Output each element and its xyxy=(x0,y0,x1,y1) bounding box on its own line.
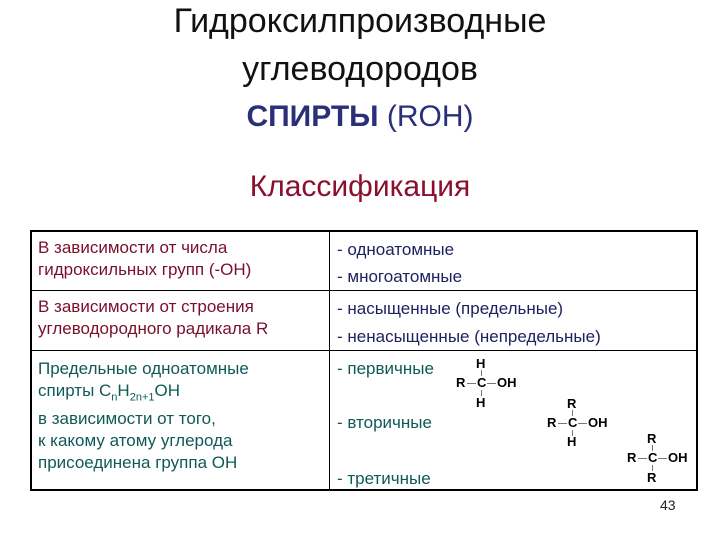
bond xyxy=(658,458,667,459)
alcohols-label: СПИРТЫ xyxy=(246,100,379,133)
bond xyxy=(558,423,567,424)
atom-center: C xyxy=(477,375,487,390)
row3-value-secondary: - вторичные xyxy=(337,413,432,432)
bond xyxy=(487,383,496,384)
slide-title-line1: Гидроксилпроизводные xyxy=(173,2,547,40)
atom-top: H xyxy=(476,356,486,371)
atom-right: OH xyxy=(588,415,608,430)
row3-value-tertiary: - третичные xyxy=(337,469,431,488)
row3-formula-line: спирты CnH2n+1OH xyxy=(38,380,249,408)
subscript-n: n xyxy=(111,391,118,404)
bond xyxy=(578,423,587,424)
row2-value-2: - ненасыщенные (непредельные) xyxy=(337,327,601,346)
row-divider xyxy=(32,350,696,351)
subscript-2n1: 2n+1 xyxy=(129,391,155,404)
bond xyxy=(467,383,476,384)
atom-bottom: H xyxy=(567,434,577,449)
atom-left: R xyxy=(627,450,637,465)
hydrogen-symbol: H xyxy=(117,381,130,400)
row1-value-2: - многоатомные xyxy=(337,267,463,286)
row3-prefix: спирты C xyxy=(38,381,112,400)
page-number: 43 xyxy=(660,497,676,513)
atom-left: R xyxy=(547,415,557,430)
bond xyxy=(572,430,573,436)
atom-center: C xyxy=(648,450,658,465)
bond xyxy=(572,410,573,416)
row2-criterion: В зависимости от строения углеводородног… xyxy=(38,296,268,340)
classification-table: В зависимости от числа гидроксильных гру… xyxy=(30,230,698,491)
row1-value-1: - одноатомные xyxy=(337,240,455,259)
row1-values: - одноатомные - многоатомные xyxy=(337,236,462,290)
atom-left: R xyxy=(456,375,466,390)
atom-top: R xyxy=(647,431,657,446)
row1-criterion-line1: В зависимости от числа xyxy=(38,238,228,257)
atom-bottom: R xyxy=(647,470,657,485)
slide-title-line2: углеводородов xyxy=(242,50,478,88)
row1-criterion-line2: гидроксильных групп (-OH) xyxy=(38,260,252,279)
classification-heading: Классификация xyxy=(249,170,471,203)
row2-criterion-line2: углеводородного радикала R xyxy=(38,319,269,338)
row2-criterion-line1: В зависимости от строения xyxy=(38,297,254,316)
bond xyxy=(481,370,482,376)
column-divider xyxy=(329,232,330,489)
atom-right: OH xyxy=(668,450,688,465)
row1-criterion: В зависимости от числа гидроксильных гру… xyxy=(38,237,251,281)
atom-center: C xyxy=(568,415,578,430)
hydroxyl-symbol: OH xyxy=(154,381,180,400)
atom-top: R xyxy=(567,396,577,411)
bond xyxy=(638,458,647,459)
row2-values: - насыщенные (предельные) - ненасыщенные… xyxy=(337,295,601,351)
atom-right: OH xyxy=(497,375,517,390)
row3-line5: присоединена группа OH xyxy=(38,453,238,473)
row3-line4: к какому атому углерода xyxy=(38,431,233,451)
row-divider xyxy=(32,290,696,291)
bond xyxy=(481,390,482,396)
atom-bottom: H xyxy=(476,395,486,410)
row3-value-primary: - первичные xyxy=(337,359,434,378)
row3-criterion: Предельные одноатомные спирты CnH2n+1OH … xyxy=(38,358,249,474)
row3-line3: в зависимости от того, xyxy=(38,409,216,429)
row2-value-1: - насыщенные (предельные) xyxy=(337,299,564,318)
row3-line1: Предельные одноатомные xyxy=(38,359,249,378)
slide-title-alcohols: СПИРТЫ (ROH) xyxy=(0,100,720,134)
bond xyxy=(652,445,653,451)
alcohols-formula: (ROH) xyxy=(386,100,474,133)
bond xyxy=(652,465,653,471)
